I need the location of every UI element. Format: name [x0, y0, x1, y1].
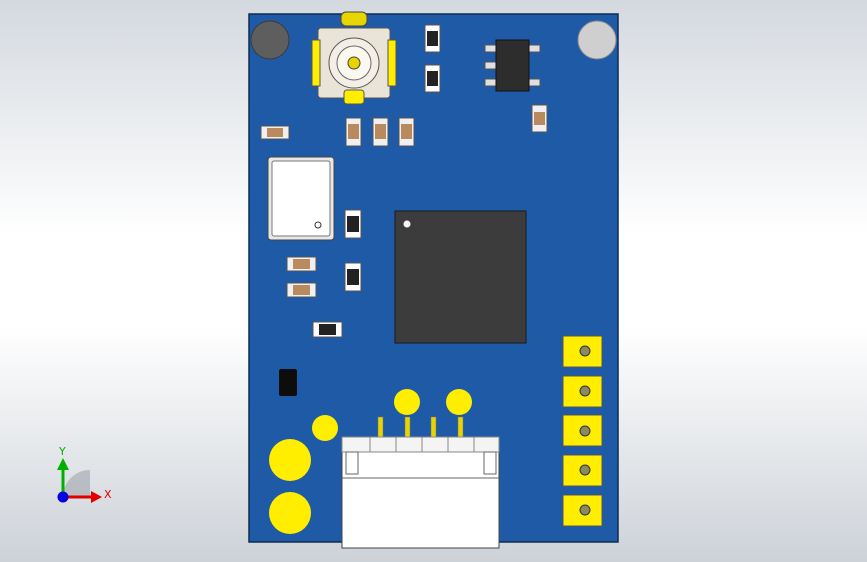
- round-pad: [269, 439, 311, 481]
- smd-resistor: [424, 64, 441, 93]
- test-pad: [562, 494, 603, 527]
- mounting-hole-right: [577, 20, 617, 60]
- test-pad: [562, 454, 603, 487]
- smd-capacitor: [372, 117, 389, 147]
- jst-connector: [341, 436, 500, 549]
- status-led: [279, 369, 297, 396]
- smd-resistor: [424, 24, 441, 53]
- mounting-hole-left: [250, 20, 290, 60]
- round-pad: [269, 492, 311, 534]
- round-pad: [446, 389, 472, 415]
- voltage-regulator-ic: [484, 39, 541, 92]
- smd-capacitor: [260, 125, 290, 140]
- smd-capacitor: [345, 117, 362, 147]
- test-pad: [562, 375, 603, 408]
- smd-capacitor: [286, 282, 317, 298]
- smd-resistor: [312, 321, 343, 338]
- smd-capacitor: [398, 117, 415, 147]
- test-pad: [562, 414, 603, 447]
- ufl-antenna-connector: [311, 11, 397, 105]
- round-pad: [312, 415, 338, 441]
- y-axis-label: Y: [58, 445, 66, 458]
- gnss-module-chip: [394, 210, 527, 344]
- axis-triad: Y X: [57, 445, 112, 503]
- smd-capacitor: [286, 256, 317, 272]
- smd-resistor: [344, 209, 362, 239]
- smd-resistor: [344, 262, 362, 292]
- crystal-oscillator: [267, 156, 335, 241]
- round-pad: [394, 389, 420, 415]
- smd-capacitor: [531, 104, 548, 133]
- x-axis-label: X: [104, 488, 112, 501]
- test-pad: [562, 335, 603, 368]
